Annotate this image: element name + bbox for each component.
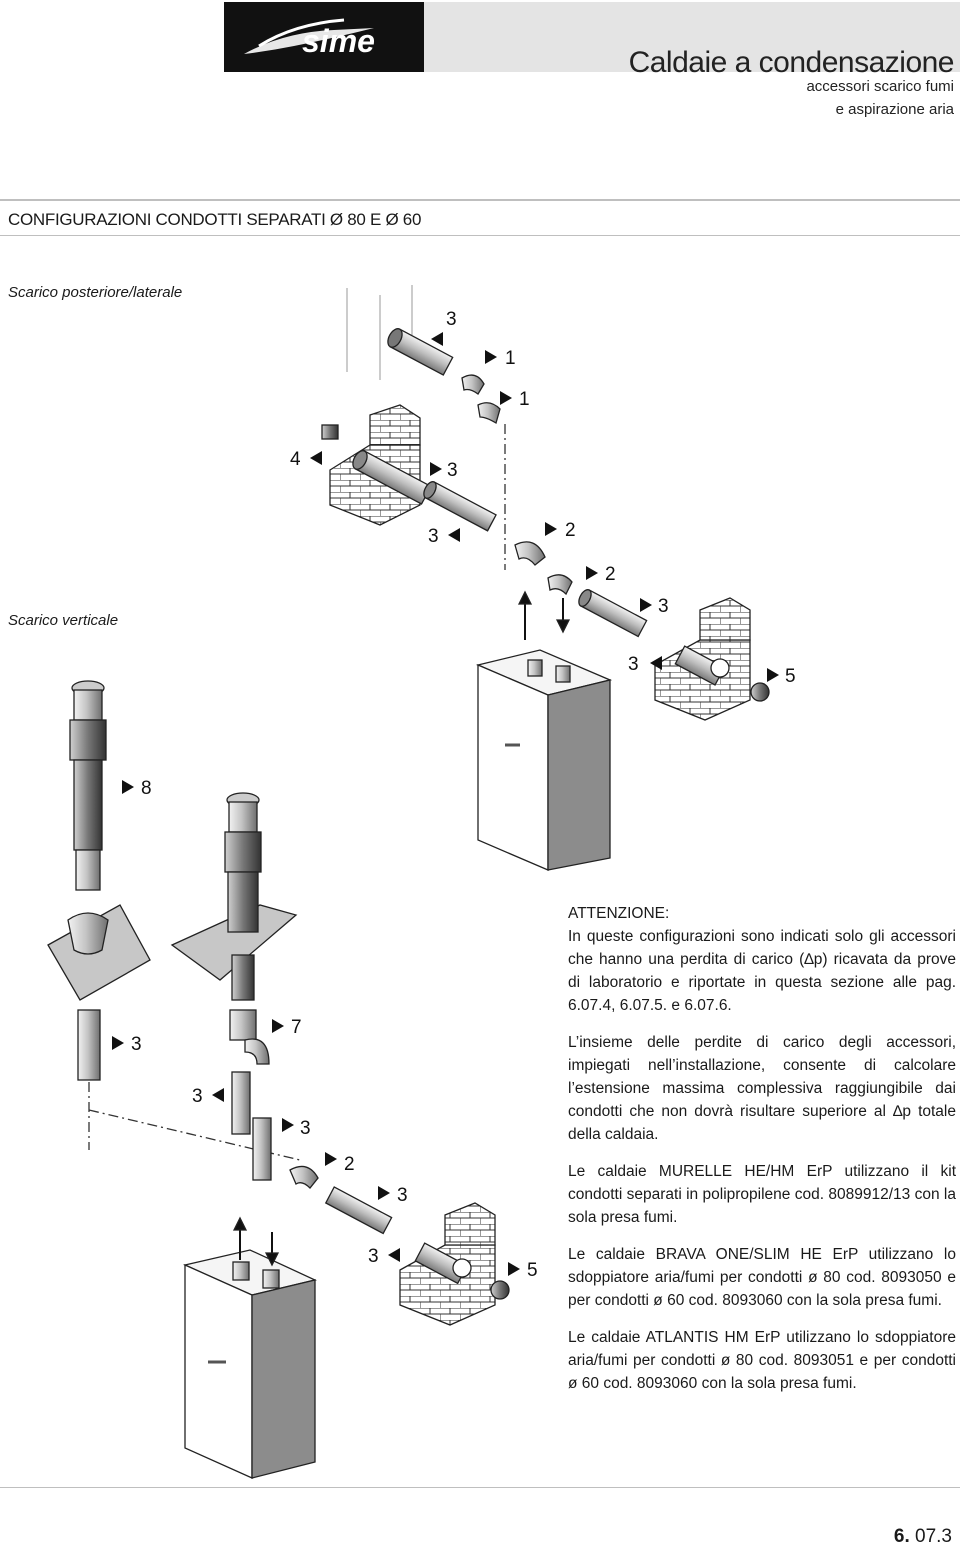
- callout-1b: 1: [500, 389, 530, 410]
- brand-logo-text: sime: [302, 23, 375, 59]
- page-subtitle-1: accessori scarico fumi: [806, 78, 954, 95]
- callout-label: 3: [131, 1034, 142, 1055]
- page-number-chapter: 6.: [893, 1526, 910, 1547]
- callout-label: 1: [519, 389, 530, 410]
- callout-2b: 2: [586, 564, 616, 585]
- vertical-config: [47, 680, 510, 1480]
- section-title: CONFIGURAZIONI CONDOTTI SEPARATI Ø 80 E …: [8, 210, 422, 229]
- callout-label: 3: [300, 1118, 311, 1139]
- callout-2c: 2: [325, 1152, 355, 1175]
- callout-5b: 5: [508, 1260, 538, 1281]
- callout-label: 5: [527, 1260, 538, 1281]
- section-rule: [0, 235, 960, 236]
- callout-3c: 3: [428, 526, 460, 547]
- callout-3-top: 3: [431, 309, 457, 346]
- header-band: [424, 2, 960, 72]
- callouts-bottom: 8 3 7 3 3 2 3 3 5: [112, 778, 538, 1281]
- callout-label: 1: [505, 348, 516, 369]
- paragraph-brava: Le caldaie BRAVA ONE/SLIM HE ErP utilizz…: [568, 1246, 956, 1309]
- brand-logo: sime: [224, 2, 424, 72]
- callout-label: 5: [785, 666, 796, 687]
- callout-label: 2: [605, 564, 616, 585]
- callout-5a: 5: [767, 666, 796, 687]
- top-rule: [0, 199, 960, 201]
- label-rear-exhaust: Scarico posteriore/laterale: [8, 284, 183, 301]
- attention-title: ATTENZIONE:: [568, 905, 670, 922]
- callout-2a: 2: [545, 520, 576, 541]
- callout-label: 3: [628, 654, 639, 675]
- callout-3h: 3: [282, 1118, 311, 1139]
- callout-3f: 3: [112, 1034, 142, 1055]
- callouts-top: 3 1 1 4 3 3 2 2 3 3 5: [290, 309, 796, 687]
- page-subtitle-2: e aspirazione aria: [835, 101, 954, 118]
- callout-label: 2: [565, 520, 576, 541]
- page-number: 6. 07.3: [894, 1526, 952, 1548]
- attention-body: In queste configurazioni sono indicati s…: [568, 928, 956, 1014]
- callout-label: 3: [658, 596, 669, 617]
- callout-label: 2: [344, 1154, 355, 1175]
- footer-rule: [0, 1487, 960, 1488]
- callout-label: 3: [368, 1246, 379, 1267]
- callout-label: 7: [291, 1017, 302, 1038]
- notes-text-block: ATTENZIONE: In queste configurazioni son…: [568, 902, 956, 1409]
- installation-diagram: 3 1 1 4 3 3 2 2 3 3 5 8 3 7 3 3 2 3 3 5: [47, 285, 796, 1480]
- callout-label: 3: [192, 1086, 203, 1107]
- label-vertical-exhaust: Scarico verticale: [8, 612, 119, 629]
- callout-1a: 1: [485, 348, 516, 369]
- callout-3e: 3: [628, 654, 662, 675]
- paragraph-atlantis: Le caldaie ATLANTIS HM ErP utilizzano lo…: [568, 1329, 956, 1392]
- callout-label: 4: [290, 449, 301, 470]
- paragraph-pressure-loss: L’insieme delle perdite di carico degli …: [568, 1034, 956, 1143]
- page-title: Caldaie a condensazione: [628, 46, 955, 79]
- rear-config: [321, 285, 770, 871]
- callout-label: 3: [447, 460, 458, 481]
- callout-label: 3: [428, 526, 439, 547]
- callout-3i: 3: [378, 1185, 408, 1206]
- callout-3j: 3: [368, 1246, 400, 1267]
- callout-7: 7: [272, 1017, 302, 1038]
- callout-label: 8: [141, 778, 152, 799]
- callout-label: 3: [446, 309, 457, 330]
- callout-3g: 3: [192, 1086, 224, 1107]
- callout-label: 3: [397, 1185, 408, 1206]
- callout-8: 8: [122, 778, 152, 799]
- paragraph-murelle: Le caldaie MURELLE HE/HM ErP utilizzano …: [568, 1163, 956, 1226]
- callout-3b: 3: [430, 460, 458, 481]
- callout-3d: 3: [640, 596, 669, 617]
- page-number-page: 07.3: [909, 1526, 952, 1547]
- callout-4: 4: [290, 449, 322, 470]
